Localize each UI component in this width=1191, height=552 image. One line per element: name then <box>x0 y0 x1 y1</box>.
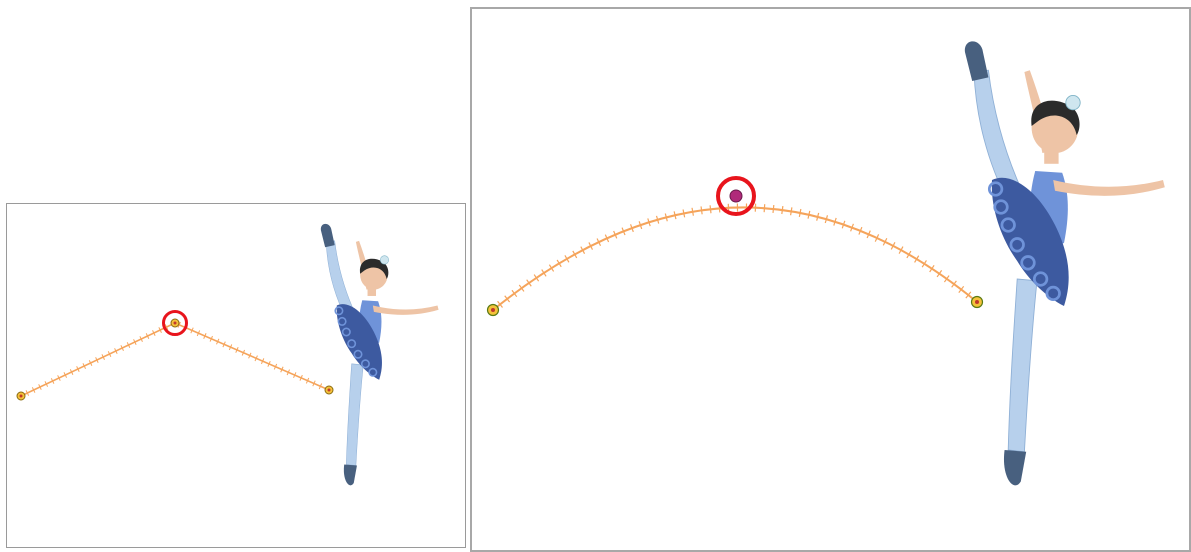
keyframe-start-icon[interactable] <box>488 305 499 316</box>
path-frame-tick <box>692 208 693 216</box>
keyframe-start-icon[interactable] <box>17 392 25 400</box>
path-frame-tick <box>710 205 711 213</box>
path-frame-tick <box>701 206 702 214</box>
ballerina-character[interactable] <box>321 224 439 485</box>
keyframe-end-icon[interactable] <box>325 386 333 394</box>
stage-canvas-right <box>472 9 1191 552</box>
path-frame-tick <box>808 211 810 219</box>
stage-canvas-left <box>7 204 466 548</box>
keyframe-middle-icon[interactable] <box>171 319 179 327</box>
motion-path-left <box>21 321 329 396</box>
path-frame-tick <box>683 209 685 217</box>
camera-view-linear-path <box>6 203 466 548</box>
path-frame-tick <box>773 205 774 213</box>
motion-path-right <box>493 203 977 310</box>
path-frame-tick <box>791 207 792 215</box>
keyframe-middle-icon[interactable] <box>730 190 742 202</box>
path-frame-tick <box>764 204 765 212</box>
ballerina-character[interactable] <box>965 41 1165 485</box>
path-frame-tick <box>799 209 801 217</box>
camera-view-curved-path <box>470 7 1191 552</box>
path-frame-tick <box>782 206 783 214</box>
keyframe-end-icon[interactable] <box>972 297 983 308</box>
